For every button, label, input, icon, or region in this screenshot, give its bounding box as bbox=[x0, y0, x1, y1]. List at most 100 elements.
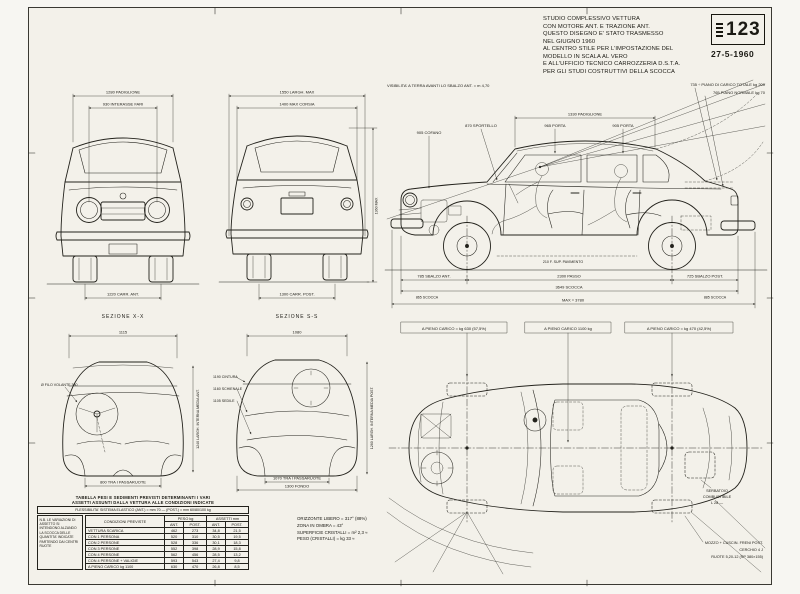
dim-1080: 1080 bbox=[293, 330, 303, 335]
side-view-drawing bbox=[384, 140, 768, 278]
dim-fondo: 1300 FONDO bbox=[285, 484, 309, 489]
section-xx-label: SEZIONE X-X bbox=[102, 314, 145, 320]
text-line: CON MOTORE ANT. E TRAZIONE ANT. bbox=[543, 23, 650, 30]
weights-table: TABELLA PESI E SEDIMENTI PREVISTI DETERM… bbox=[37, 495, 249, 570]
dim-porta-post: 905 PORTA bbox=[612, 123, 634, 128]
front-view-drawing bbox=[46, 137, 200, 285]
side-view: VISIBILITA' A TERRA AVANTI LO SBALZO ANT… bbox=[384, 79, 768, 309]
drawing-number-box: 123 bbox=[711, 14, 765, 45]
col-condizioni: CONDIZIONI PREVISTE bbox=[84, 515, 166, 528]
mozzo-label: MOZZO + CUSCIN. FRENI POST. bbox=[705, 541, 763, 545]
ruote-label: RUOTE 5,20-12 (SP 380×155) bbox=[711, 555, 763, 559]
carico-tot-label: A PIENO CARICO 1100 kg bbox=[544, 326, 592, 331]
dim-sbalzo-ant: 785 SBALZO ANT. bbox=[417, 274, 450, 279]
rear-view: 1550 LARGH. MAX 1400 MAX CORSIA 1360 MAX… bbox=[218, 90, 379, 320]
volante-label: Ø FILO VOLANTE 380 bbox=[41, 383, 78, 387]
dim-padiglione: 1280 PADIGLIONE bbox=[106, 90, 140, 95]
text-line: E ALL'UFFICIO TECNICO CARROZZERIA D.S.T.… bbox=[543, 61, 681, 68]
dim-sportello: 870 SPORTELLO bbox=[465, 123, 497, 128]
table-cell: 630 bbox=[164, 563, 185, 570]
text-line: ZONA IN OMBRA = 43° bbox=[297, 522, 344, 528]
text-line: PER GLI STUDI COSTRUTTIVI DELLA SCOCCA bbox=[543, 68, 675, 75]
dim-passaruote-ant: 800 TRA I PASSARUOTE bbox=[100, 480, 146, 485]
dim-max-corsia: 1400 MAX CORSIA bbox=[279, 102, 314, 107]
weights-data-table: CONDIZIONI PREVISTE PESO kg ASSETTI mm A… bbox=[84, 515, 249, 570]
dim-larghezza-interna-ant: 1240 LARGH. INTERNA MEDIA ANT. bbox=[196, 389, 200, 449]
piano-carico-label: 735 ÷ PIANO DI CARICO TOTALE kg 200 bbox=[690, 82, 765, 87]
table-cell: 8,5 bbox=[225, 563, 249, 570]
table-cell: A PIENO CARICO kg 1100 bbox=[84, 563, 166, 570]
text-line: SUPERFICIE CRISTALLI = m² 2,3 ≈ bbox=[297, 529, 368, 535]
turning-arcs bbox=[386, 479, 766, 575]
dim-sbalzo-post: 725 SBALZO POST. bbox=[687, 274, 723, 279]
dim-larghezza-interna-post: 1260 LARGH. INTERNA MEDIA POST. bbox=[370, 387, 374, 450]
dim-max-length: MAX = 3780 bbox=[562, 298, 585, 303]
plan-view: A PIENO CARICO = kg 630 (57,5%) A PIENO … bbox=[386, 321, 766, 575]
serbatoio-label-2: COMBUSTIBILE bbox=[703, 495, 732, 499]
front-section-drawing bbox=[62, 361, 184, 477]
rear-dimension-lines bbox=[228, 93, 378, 301]
table-note: N.B. LE VARIAZIONI DI ASSETTO SI INTENDO… bbox=[37, 515, 83, 570]
piano-normale-label: 765 PIANO NORMALE kg 70 bbox=[713, 90, 766, 95]
dim-altezza-max: 1360 MAX bbox=[375, 197, 379, 214]
side-figures bbox=[491, 162, 628, 235]
dim-passaruote-post: 1070 TRA I PASSARUOTE bbox=[273, 476, 321, 481]
revision-marks-icon bbox=[716, 22, 723, 37]
dim-passo: 2300 PASSO bbox=[557, 274, 581, 279]
text-line: STUDIO COMPLESSIVO VETTURA bbox=[543, 16, 640, 22]
table-cell: 26,8 bbox=[206, 563, 227, 570]
front-section-dimension-lines bbox=[64, 333, 194, 489]
dim-carreggiata-post: 1300 CARR. POST. bbox=[279, 292, 314, 297]
text-line: AL CENTRO STILE PER L'IMPOSTAZIONE DEL bbox=[543, 46, 674, 53]
side-dimension-lines bbox=[391, 87, 756, 309]
text-line: ORIZZONTE LIBERO = 317° (88%) bbox=[297, 516, 367, 521]
cintura-label: 1190 CINTURA bbox=[213, 375, 238, 379]
dim-cofano: 905 COFANO bbox=[417, 130, 442, 135]
dim-carreggiata-ant: 1220 CARR. ANT. bbox=[107, 292, 139, 297]
table-title-1: TABELLA PESI E SEDIMENTI PREVISTI DETERM… bbox=[75, 495, 211, 500]
serbatoio-label-3: L 28 — bbox=[711, 501, 723, 505]
dim-largh-max: 1550 LARGH. MAX bbox=[280, 90, 315, 95]
visibility-notes: ORIZZONTE LIBERO = 317° (88%)ZONA IN OMB… bbox=[297, 516, 368, 543]
text-line: MODELLO IN SCALA AL VERO bbox=[543, 53, 628, 60]
drawing-number: 123 bbox=[726, 19, 761, 40]
frame-ticks bbox=[28, 7, 774, 587]
text-line: PESO (CRISTALLI) = kg 33 ≈ bbox=[297, 536, 355, 542]
front-view: 1280 PADIGLIONE 930 INTERASSE FARI 1220 … bbox=[46, 90, 200, 320]
plan-view-drawing bbox=[408, 373, 748, 523]
section-ss-label: SEZIONE S-S bbox=[276, 314, 319, 320]
dim-interasse-fari: 930 INTERASSE FARI bbox=[103, 102, 143, 107]
carico-post-label: A PIENO CARICO = kg 470 (42,5%) bbox=[647, 326, 712, 331]
carico-ant-label: A PIENO CARICO = kg 630 (57,5%) bbox=[422, 326, 487, 331]
dim-padiglione-side: 1330 PADIGLIONE bbox=[568, 112, 602, 117]
drawing-date: 27-5-1960 bbox=[711, 49, 755, 59]
rear-section-view: 1080 1190 CINTURA 1160 SCHIENALE 1105 SE… bbox=[213, 330, 374, 493]
dim-1115: 1115 bbox=[119, 330, 128, 335]
sheet-frame bbox=[28, 7, 774, 587]
visibilita-label: VISIBILITA' A TERRA AVANTI LO SBALZO ANT… bbox=[387, 83, 490, 88]
schienale-label: 1160 SCHIENALE bbox=[213, 387, 243, 391]
rear-section-dimension-lines bbox=[235, 333, 368, 493]
sedile-label: 1105 SEDILE bbox=[213, 399, 235, 403]
dim-scocca: 3649 SCOCCA bbox=[555, 285, 582, 290]
rear-section-drawing bbox=[236, 359, 358, 477]
dim-porta-ant: 965 PORTA bbox=[544, 123, 566, 128]
front-section-view: 1115 Ø FILO VOLANTE 380 800 TRA I PASSAR… bbox=[41, 330, 200, 489]
rear-view-drawing bbox=[218, 135, 370, 283]
text-line: NEL GIUGNO 1960 bbox=[543, 38, 596, 45]
table-cell: 470 bbox=[183, 563, 208, 570]
front-dimension-lines bbox=[72, 93, 174, 301]
load-arrows bbox=[400, 321, 734, 443]
dim-scocca-post: 885 SCOCCA bbox=[704, 296, 727, 300]
cerchio-label: CERCHIO 4 J bbox=[739, 548, 763, 552]
text-line: QUESTO DISEGNO E' STATO TRASMESSO bbox=[543, 31, 664, 38]
dim-scocca-ant: 865 SCOCCA bbox=[416, 296, 439, 300]
table-title-2: ASSETTI ASSUNTI DALLA VETTURA ALLE CONDI… bbox=[71, 500, 215, 505]
serbatoio-label-1: SERBATOIO bbox=[706, 489, 728, 493]
pavimento-label: 210 F. SUP. PAVIMENTO bbox=[543, 260, 583, 264]
